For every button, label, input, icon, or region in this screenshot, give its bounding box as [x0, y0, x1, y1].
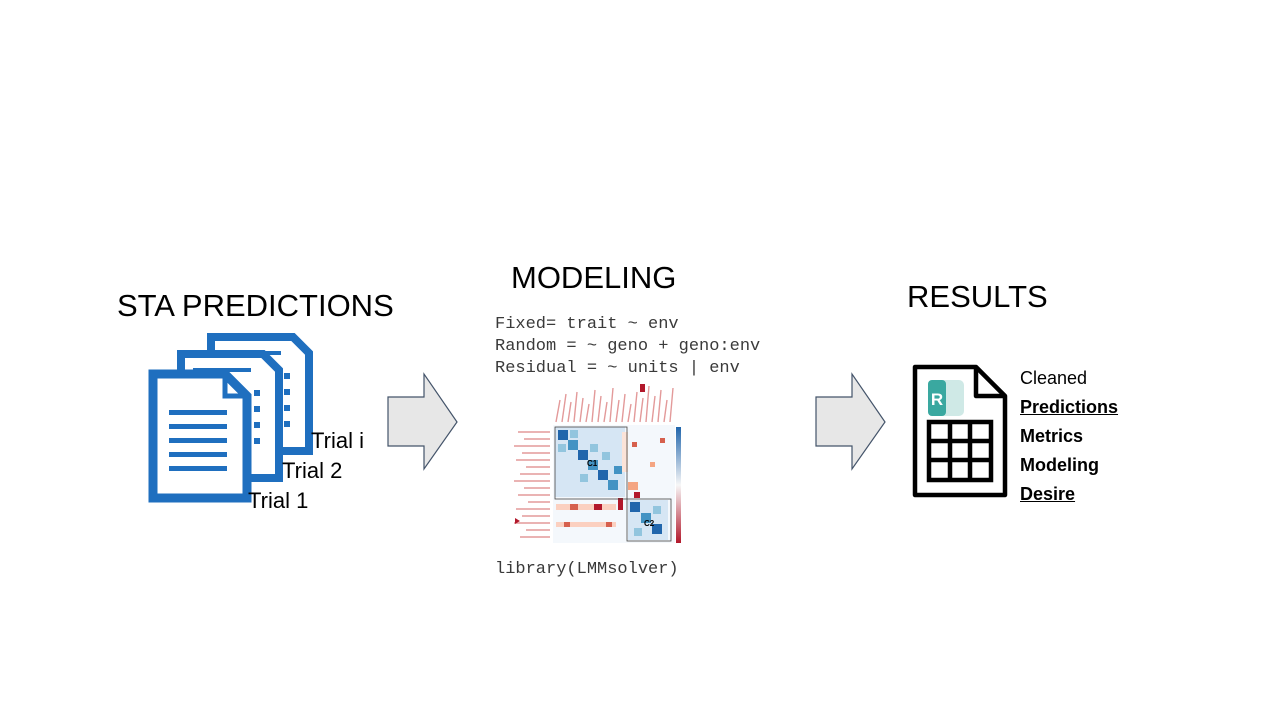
document-stack-icon — [148, 333, 313, 503]
result-item-metrics: Metrics — [1020, 426, 1084, 446]
results-title: RESULTS — [907, 279, 1048, 314]
right-arrow-icon — [815, 372, 886, 471]
formula-random: Random = ~ geno + geno:env — [495, 337, 761, 356]
trial-label: Trial 2 — [282, 458, 343, 483]
heatmap-top-mark — [640, 384, 645, 392]
table-grid — [926, 419, 994, 483]
spreadsheet-file-icon: R — [912, 364, 1008, 498]
library-call: library(LMMsolver) — [495, 560, 679, 579]
result-item-desire: Desire — [1020, 484, 1076, 504]
sta-predictions-title: STA PREDICTIONS — [117, 288, 394, 323]
heatmap-cluster-label: C2 — [644, 519, 655, 528]
right-arrow-icon — [387, 372, 458, 471]
correlation-heatmap: C1 C2 — [514, 384, 681, 543]
heatmap-top-labels — [555, 385, 674, 423]
trial-label: Trial i — [311, 428, 364, 453]
heatmap-left-labels — [514, 431, 550, 538]
svg-text:R: R — [931, 390, 943, 409]
modeling-title: MODELING — [511, 260, 677, 295]
document-front — [148, 369, 252, 503]
trial-label: Trial 1 — [248, 488, 309, 513]
formula-fixed: Fixed= trait ~ env — [495, 315, 679, 334]
heatmap-cells — [555, 427, 668, 540]
result-item-cleaned: Cleaned — [1020, 368, 1088, 388]
heatmap-color-scale — [676, 427, 681, 543]
result-item-modeling: Modeling — [1020, 455, 1099, 475]
formula-residual: Residual = ~ units | env — [495, 359, 740, 378]
result-item-predictions: Predictions — [1020, 397, 1119, 417]
r-badge-icon: R — [928, 380, 964, 416]
heatmap-cluster-label: C1 — [587, 459, 598, 468]
